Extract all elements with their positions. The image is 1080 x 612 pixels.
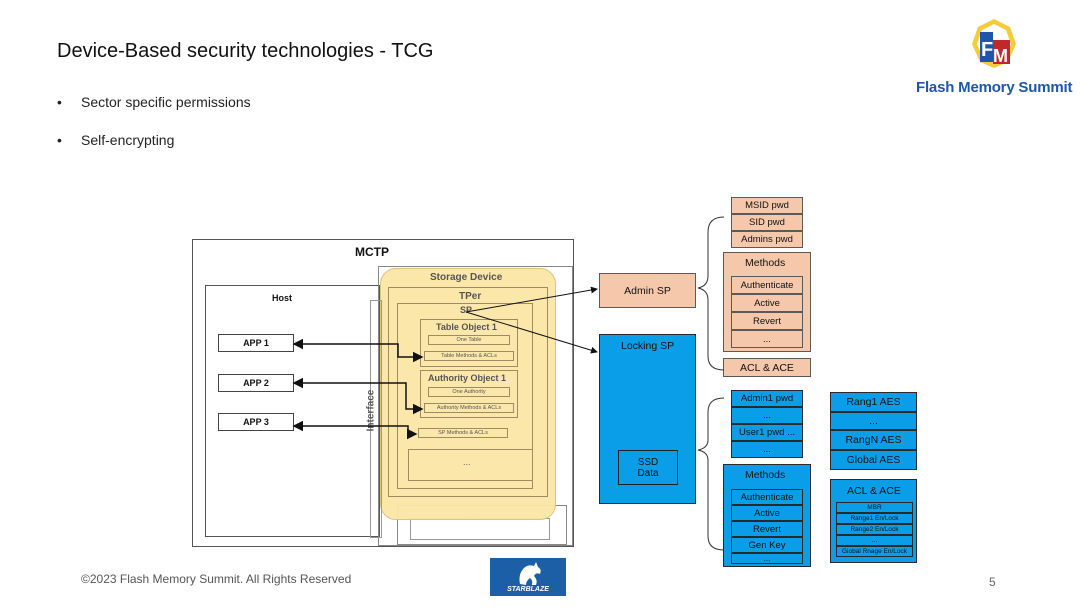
acl-item: ...: [836, 535, 913, 546]
page-number: 5: [989, 575, 996, 589]
acl-item: MBR: [836, 502, 913, 513]
bullet-item: • Sector specific permissions: [57, 94, 251, 110]
starblaze-logo: STARBLAZE: [490, 558, 566, 596]
tper-label: TPer: [459, 291, 482, 302]
sp-methods: SP Methods & ACLs: [418, 428, 508, 438]
msid-pwd: MSID pwd: [731, 197, 803, 214]
horse-icon: [519, 562, 541, 585]
table-methods: Table Methods & ACLs: [424, 351, 514, 361]
method-item: Authenticate: [731, 489, 803, 505]
host-frame: [205, 285, 380, 537]
range-item: Rang1 AES: [830, 392, 917, 412]
ssd-data: SSD Data: [618, 450, 678, 485]
stack-frame: [410, 518, 550, 540]
storage-device-label: Storage Device: [430, 272, 503, 283]
method-item: Authenticate: [731, 276, 803, 294]
sid-pwd: SID pwd: [731, 214, 803, 231]
bullet-icon: •: [57, 94, 62, 110]
more-objects-ellipsis: ...: [463, 457, 471, 467]
pwd-item: ...: [731, 407, 803, 424]
fms-logo-text: Flash Memory Summit: [916, 79, 1073, 96]
app-box: APP 3: [218, 413, 294, 431]
pwd-item: ...: [731, 441, 803, 458]
locking-sp-label: Locking SP: [621, 340, 675, 352]
host-label: Host: [272, 293, 292, 303]
svg-text:M: M: [993, 46, 1008, 66]
pwd-item: User1 pwd ...: [731, 424, 803, 441]
range-item: RangN AES: [830, 430, 917, 450]
footer-copyright: ©2023 Flash Memory Summit. All Rights Re…: [81, 572, 352, 586]
bullet-text: Sector specific permissions: [81, 94, 251, 110]
method-item: ...: [731, 553, 803, 564]
method-item: Active: [731, 294, 803, 312]
acl-item: Range1 En/Lock: [836, 513, 913, 524]
range-item: Global AES: [830, 450, 917, 470]
admins-pwd: Admins pwd: [731, 231, 803, 248]
acl-item: Range2 En/Lock: [836, 524, 913, 535]
app-box: APP 2: [218, 374, 294, 392]
bullet-item: • Self-encrypting: [57, 132, 174, 148]
sp-label: SP: [460, 305, 473, 315]
mctp-label: MCTP: [355, 245, 389, 259]
pwd-item: Admin1 pwd: [731, 390, 803, 407]
authority-object-label: Authority Object 1: [428, 373, 507, 383]
fms-logo-icon: F M: [972, 19, 1016, 68]
starblaze-logo-text: STARBLAZE: [507, 586, 549, 593]
acl-item: Global Rnage En/Lock: [836, 546, 913, 557]
method-item: ...: [731, 330, 803, 348]
method-item: Active: [731, 505, 803, 521]
method-item: Revert: [731, 312, 803, 330]
interface-label: Interface: [365, 389, 377, 432]
locking-acl-title: ACL & ACE: [847, 485, 901, 497]
interface-bar: [370, 300, 382, 538]
locking-sp: [599, 334, 696, 504]
more-objects: [408, 449, 533, 481]
bullet-text: Self-encrypting: [81, 132, 175, 148]
app-box: APP 1: [218, 334, 294, 352]
locking-methods-title: Methods: [745, 469, 786, 481]
svg-text:F: F: [981, 39, 993, 61]
one-table: One Table: [428, 335, 510, 345]
admin-sp: Admin SP: [599, 273, 696, 308]
bullet-icon: •: [57, 132, 62, 148]
table-object-label: Table Object 1: [436, 322, 497, 332]
method-item: Revert: [731, 521, 803, 537]
admin-methods-title: Methods: [745, 257, 786, 269]
one-authority: One Authority: [428, 387, 510, 397]
slide-title: Device-Based security technologies - TCG: [57, 40, 434, 62]
admin-acl: ACL & ACE: [723, 358, 811, 377]
method-item: Gen Key: [731, 537, 803, 553]
range-item: ...: [830, 412, 917, 430]
authority-methods: Authority Methods & ACLs: [424, 403, 514, 413]
mctp-frame: [192, 239, 574, 547]
